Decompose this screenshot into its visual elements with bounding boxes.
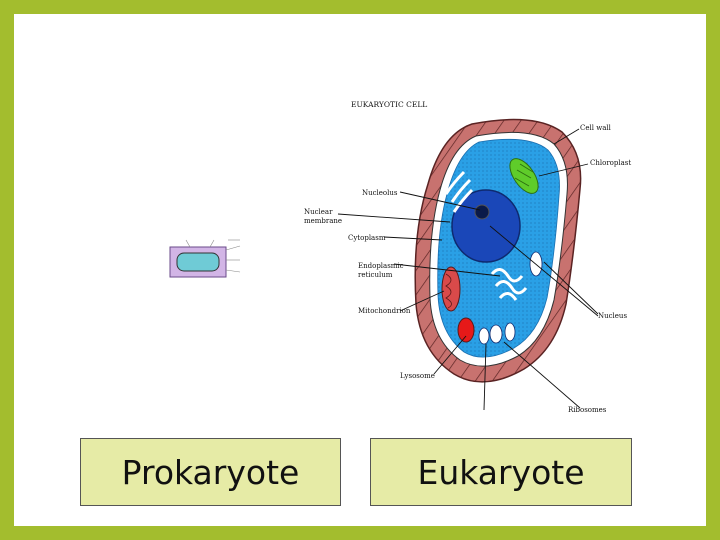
prokaryote-label: Prokaryote bbox=[121, 452, 300, 492]
nucleolus bbox=[474, 204, 490, 220]
label-nuclear-1: Nuclear bbox=[304, 208, 333, 216]
leader-lines bbox=[337, 128, 599, 411]
diagram-labels: Cell wall Chloroplast Nucleolus Nuclear … bbox=[304, 124, 631, 414]
label-lysosome: Lysosome bbox=[400, 372, 435, 380]
label-er-1: Endoplasmic bbox=[358, 262, 404, 270]
diagram-title: EUKARYOTIC CELL bbox=[351, 100, 427, 109]
prokaryote-thumbnail bbox=[169, 239, 241, 278]
cell-diagram: EUKARYOTIC CELL bbox=[169, 100, 631, 414]
label-cytoplasm: Cytoplasm bbox=[348, 234, 386, 242]
label-ribosomes: Ribosomes bbox=[568, 406, 607, 414]
nucleus bbox=[451, 189, 521, 263]
label-er-2: reticulum bbox=[358, 271, 393, 279]
label-chloroplast: Chloroplast bbox=[590, 159, 631, 167]
slide: EUKARYOTIC CELL bbox=[14, 14, 706, 526]
label-nucleus: Nucleus bbox=[598, 312, 627, 320]
prokaryote-label-box: Prokaryote bbox=[80, 438, 341, 506]
mitochondrion bbox=[441, 266, 461, 312]
label-nuclear-2: membrane bbox=[304, 217, 342, 225]
eukaryote-label: Eukaryote bbox=[417, 452, 585, 492]
golgi bbox=[444, 170, 474, 213]
chloroplast bbox=[509, 158, 539, 194]
label-nucleolus: Nucleolus bbox=[362, 189, 398, 197]
endoplasmic-reticulum bbox=[490, 268, 528, 301]
lysosome bbox=[457, 317, 475, 343]
label-cell-wall: Cell wall bbox=[580, 124, 612, 132]
label-mitochondrion: Mitochondrion bbox=[358, 307, 411, 315]
eukaryote-label-box: Eukaryote bbox=[370, 438, 632, 506]
eukaryotic-cell bbox=[414, 118, 582, 383]
